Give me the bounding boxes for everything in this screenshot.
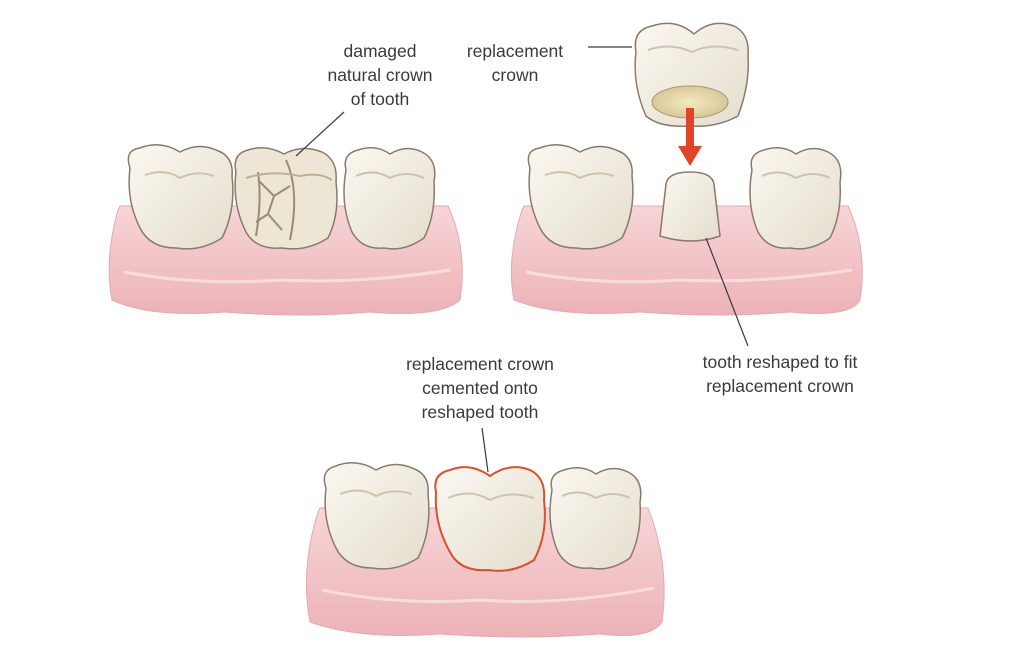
tooth-crowned (434, 466, 546, 572)
tooth-groove (144, 171, 215, 180)
tooth-groove (647, 45, 739, 54)
label-cemented-crown: replacement crown cemented onto reshaped… (375, 352, 585, 424)
label-replacement-crown: replacement crown (440, 39, 590, 87)
tooth-right (549, 467, 642, 570)
label-line: tooth reshaped to fit (702, 352, 858, 372)
label-line: crown (491, 65, 539, 85)
leader-line-cemented (481, 427, 489, 473)
label-reshaped-tooth: tooth reshaped to fit replacement crown (655, 350, 905, 398)
tooth-groove (761, 171, 831, 180)
label-line: reshaped tooth (421, 402, 539, 422)
tooth-groove (245, 172, 333, 181)
arrow-down-icon (678, 108, 702, 166)
label-line: natural crown (327, 65, 433, 85)
crack-icon (255, 159, 296, 241)
panel-cemented-crown (305, 427, 665, 638)
tooth-reshaped-stump (659, 171, 721, 242)
tooth-damaged (234, 147, 338, 250)
leader-line-damaged (295, 111, 345, 157)
label-damaged-crown: damaged natural crown of tooth (300, 39, 460, 111)
label-line: replacement (466, 41, 564, 61)
tooth-groove (339, 489, 413, 498)
leader-line-reshaped (705, 237, 749, 347)
tooth-groove (355, 171, 425, 180)
panel-damaged-tooth (108, 111, 463, 316)
label-line: replacement crown (706, 376, 854, 396)
label-line: replacement crown (406, 354, 554, 374)
gum-highlight (525, 268, 853, 284)
tooth-groove (447, 492, 535, 502)
tooth-right (343, 147, 436, 250)
gum-highlight (123, 268, 451, 284)
panel-reshaped-tooth (510, 22, 863, 347)
gum-highlight (321, 586, 655, 604)
tooth-left (527, 144, 634, 250)
tooth-left (127, 144, 234, 250)
label-line: cemented onto (422, 378, 538, 398)
tooth-left (323, 462, 430, 570)
label-line: of tooth (350, 89, 410, 109)
label-line: damaged (343, 41, 417, 61)
tooth-right (749, 147, 842, 250)
tooth-groove (544, 171, 615, 180)
tooth-groove (561, 491, 631, 500)
